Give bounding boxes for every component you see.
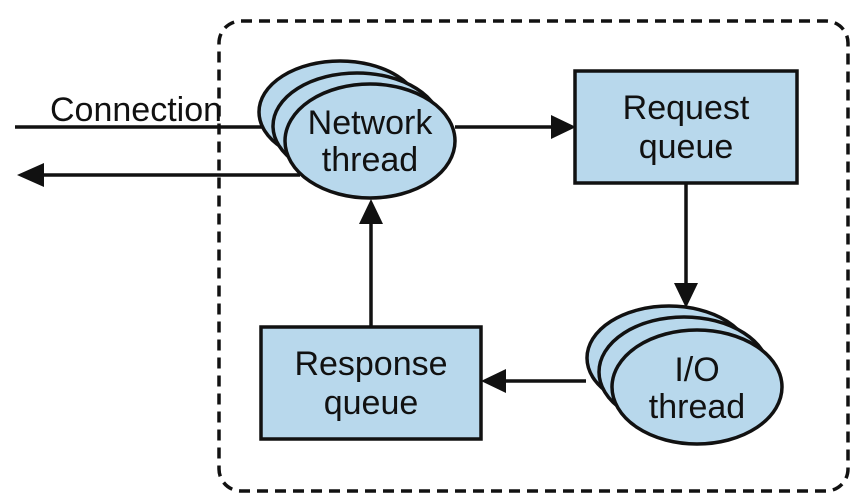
request-queue-node: Request queue — [573, 69, 799, 185]
network-thread-label-line1: Network — [308, 104, 434, 142]
arrowhead-response-queue — [481, 369, 506, 393]
response-queue-label-line1: Response — [294, 345, 447, 383]
response-queue-node: Response queue — [259, 325, 483, 441]
arrowhead-network-thread — [359, 199, 383, 224]
network-thread-node: Network thread — [257, 59, 457, 200]
io-thread-label-line2: thread — [649, 388, 745, 426]
arrowhead-io-thread — [674, 283, 698, 308]
connection-label: Connection — [50, 91, 222, 129]
request-queue-label-line2: queue — [639, 128, 734, 166]
outgoing-arrowhead — [17, 163, 44, 187]
io-thread-label-line1: I/O — [674, 351, 719, 389]
arrowhead-request-queue — [551, 115, 576, 139]
request-queue-label-line1: Request — [623, 89, 750, 127]
io-thread-node: I/O thread — [585, 304, 784, 446]
response-queue-label-line2: queue — [324, 384, 419, 422]
network-thread-label-line2: thread — [322, 141, 418, 179]
broker-boundary — [217, 19, 850, 493]
